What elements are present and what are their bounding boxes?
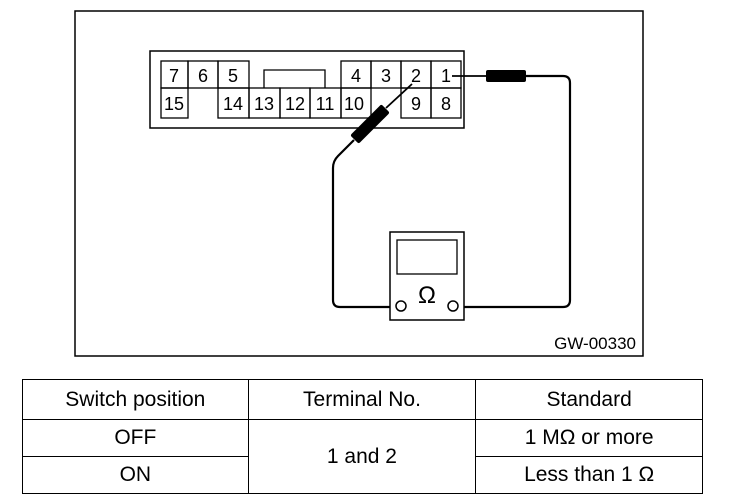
pin-label: 9 [411, 94, 421, 114]
pin-label: 12 [285, 94, 305, 114]
pin-label: 2 [411, 66, 421, 86]
probe-body-pin2 [351, 105, 389, 143]
lead-wire-pin1 [462, 74, 572, 309]
probe-body-pin1 [486, 70, 526, 82]
ohmmeter-display [396, 239, 458, 275]
table-row: ON Less than 1 Ω [22, 456, 703, 494]
pin-label: 14 [223, 94, 243, 114]
connector-key-notch [263, 69, 326, 88]
header-terminal-no: Terminal No. [247, 379, 477, 420]
connector-bottom-row [160, 87, 462, 119]
pin-label: 15 [164, 94, 184, 114]
pin-label: 13 [254, 94, 274, 114]
pin-label: 6 [198, 66, 208, 86]
pin-label: 5 [228, 66, 238, 86]
ohmmeter-terminal-left [395, 300, 407, 312]
cell-standard-on: Less than 1 Ω [475, 456, 703, 494]
pin-label: 4 [351, 66, 361, 86]
figure-frame [74, 10, 644, 357]
table-row: OFF 1 and 2 1 MΩ or more [22, 419, 703, 494]
table-header-row: Switch position Terminal No. Standard [22, 379, 703, 420]
cell-switch-on: ON [22, 456, 249, 494]
pin-label: 1 [441, 66, 451, 86]
figure-code: GW-00330 [554, 334, 636, 353]
cell-terminal: 1 and 2 [247, 419, 477, 494]
ohmmeter-terminal-right [447, 300, 459, 312]
connector-housing [149, 50, 465, 129]
pin-label: 11 [316, 94, 335, 114]
header-standard: Standard [475, 379, 703, 420]
ohm-symbol: Ω [418, 282, 436, 309]
pin-label: 7 [169, 66, 179, 86]
pin-label: 8 [441, 94, 451, 114]
lead-wire-pin2 [331, 139, 394, 309]
spec-table: Switch position Terminal No. Standard OF… [22, 379, 703, 494]
wiring-diagram: 7 6 5 4 3 2 1 15 14 13 12 11 10 9 8 Ω GW… [74, 10, 644, 357]
cell-switch-off: OFF [22, 419, 249, 457]
pin-label: 10 [344, 94, 364, 114]
cell-standard-off: 1 MΩ or more [475, 419, 703, 457]
header-switch-position: Switch position [22, 379, 249, 420]
pin-label: 3 [381, 66, 391, 86]
probe-tip-pin2 [385, 83, 413, 109]
